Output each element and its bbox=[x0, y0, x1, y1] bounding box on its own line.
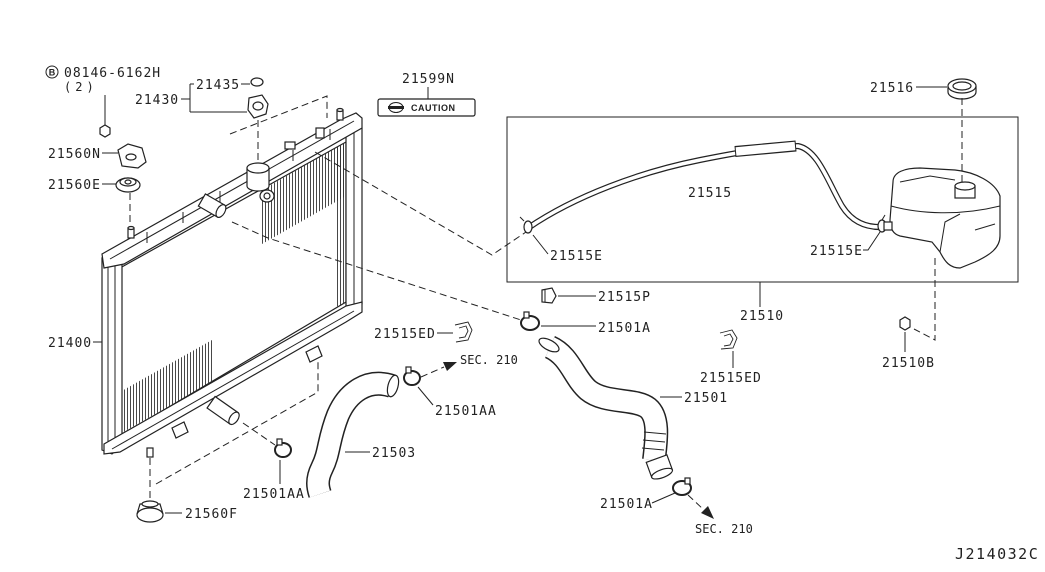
label-21430: 21430 bbox=[135, 93, 179, 108]
hose-clamp-21515e-left: 21515E bbox=[519, 216, 603, 264]
label-21560f: 21560F bbox=[185, 507, 238, 522]
upper-hose-21501: 21501 bbox=[538, 336, 728, 480]
brand-logo-icon bbox=[388, 102, 404, 113]
reservoir-nipple bbox=[883, 221, 893, 231]
reservoir-assembly: 21515 21515E 21515E bbox=[506, 78, 1019, 324]
arrow-icon bbox=[701, 506, 714, 519]
label-21515: 21515 bbox=[688, 186, 732, 201]
label-21515e-left: 21515E bbox=[550, 249, 603, 264]
bolt-callout: B 08146-6162H (2) bbox=[45, 65, 161, 138]
caution-label-group: 21599N CAUTION bbox=[377, 72, 476, 117]
label-21515ed-left: 21515ED bbox=[374, 327, 436, 342]
reservoir-cap-21516: 21516 bbox=[870, 78, 977, 100]
upper-mount-pins bbox=[127, 107, 344, 239]
clip-21515ed-left: 21515ED bbox=[374, 321, 473, 343]
label-08146-6162h: 08146-6162H bbox=[64, 66, 161, 81]
lower-outlet-pipe bbox=[206, 395, 240, 426]
diagram-code: J214032C bbox=[955, 545, 1039, 563]
overflow-nipple bbox=[284, 141, 296, 150]
mount-21560n: 21560N bbox=[48, 143, 147, 169]
label-21515e-right: 21515E bbox=[810, 244, 863, 259]
label-21501: 21501 bbox=[684, 391, 728, 406]
label-21599n: 21599N bbox=[402, 72, 455, 87]
cap-seal-21435 bbox=[250, 77, 264, 87]
reservoir-hose-21515 bbox=[526, 140, 885, 231]
radiator-top-tank bbox=[101, 112, 363, 269]
lower-mount-pin bbox=[146, 447, 154, 458]
label-21501a-upper: 21501A bbox=[598, 321, 651, 336]
mount-21560f: 21560F bbox=[136, 500, 238, 523]
label-21501aa-upper: 21501AA bbox=[435, 404, 497, 419]
hose-clamp-21501aa-upper: 21501AA bbox=[403, 366, 497, 419]
radiator-bottom-tank bbox=[103, 301, 363, 458]
label-21435: 21435 bbox=[196, 78, 240, 93]
label-21560n: 21560N bbox=[48, 147, 101, 162]
label-21510b: 21510B bbox=[882, 356, 935, 371]
arrow-icon bbox=[443, 362, 457, 371]
hose-clamp-21501a-upper: 21501A bbox=[520, 311, 651, 336]
lower-bracket-left bbox=[171, 421, 189, 439]
bolt-marker-circle bbox=[45, 65, 59, 79]
label-21400: 21400 bbox=[48, 336, 92, 351]
radiator-left-tank bbox=[101, 257, 123, 455]
label-21515p: 21515P bbox=[598, 290, 651, 305]
clip-21515ed-right: 21515ED bbox=[700, 329, 762, 386]
reservoir-bolt-21510b: 21510B bbox=[882, 316, 935, 371]
filler-neck bbox=[246, 162, 275, 203]
label-bolt-qty: (2) bbox=[64, 80, 98, 94]
label-sec-210-lower: SEC. 210 bbox=[695, 522, 753, 536]
section-ref-upper: SEC. 210 bbox=[420, 353, 518, 378]
caution-sticker bbox=[377, 98, 476, 117]
mount-21560e: 21560E bbox=[48, 177, 141, 193]
bolt bbox=[99, 124, 111, 138]
radiator bbox=[101, 107, 363, 458]
section-ref-lower: SEC. 210 bbox=[687, 494, 753, 536]
radiator-fins-lower bbox=[120, 340, 212, 434]
label-21510: 21510 bbox=[740, 309, 784, 324]
hose-clamp-21515e-right: 21515E bbox=[810, 214, 887, 259]
hose-clamp-21501aa-lower: 21501AA bbox=[243, 438, 305, 502]
clip-21515p: 21515P bbox=[541, 287, 651, 305]
label-21515ed-right: 21515ED bbox=[700, 371, 762, 386]
assembly-leader-lines bbox=[129, 95, 963, 500]
label-21516: 21516 bbox=[870, 81, 914, 96]
radiator-fins-upper bbox=[262, 142, 346, 244]
label-21501a-lower: 21501A bbox=[600, 497, 653, 512]
label-21501aa-lower: 21501AA bbox=[243, 487, 305, 502]
hose-clamp-21501a-lower: 21501A bbox=[600, 477, 692, 512]
lower-hose-21503: 21503 bbox=[306, 371, 416, 498]
reservoir-assembly-frame bbox=[506, 116, 1019, 283]
label-21560e: 21560E bbox=[48, 178, 101, 193]
label-sec-210-upper: SEC. 210 bbox=[460, 353, 518, 367]
lower-bracket-right bbox=[305, 345, 323, 363]
reservoir-tank bbox=[883, 167, 1001, 269]
reservoir-filler-neck bbox=[954, 181, 976, 191]
filler-cap-group: 21435 21430 bbox=[135, 77, 269, 119]
radiator-fins-edge bbox=[336, 142, 346, 307]
upper-inlet-pipe bbox=[197, 193, 227, 218]
caution-text: CAUTION bbox=[411, 103, 456, 113]
radiator-right-tank bbox=[345, 125, 363, 311]
label-21503: 21503 bbox=[372, 446, 416, 461]
bolt-marker: B bbox=[49, 68, 56, 78]
